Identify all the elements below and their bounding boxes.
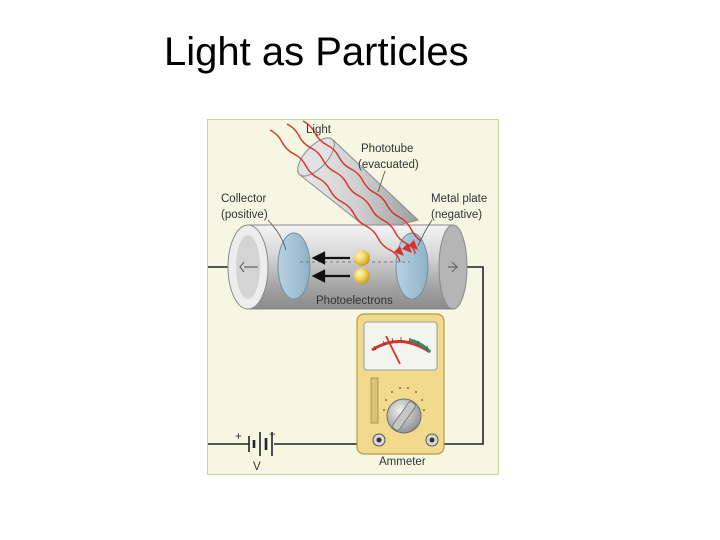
label-phototube: Phototube — [361, 143, 413, 155]
label-collector-positive: (positive) — [221, 209, 268, 221]
ammeter-slider — [370, 377, 379, 424]
label-metal-plate: Metal plate — [431, 193, 487, 205]
light-ray-arrowheads — [394, 240, 418, 256]
label-light: Light — [306, 124, 332, 136]
label-ammeter: Ammeter — [379, 456, 426, 468]
label-phototube-evacuated: (evacuated) — [358, 159, 419, 171]
label-metal-plate-negative: (negative) — [431, 209, 482, 221]
label-battery-voltage: V — [253, 461, 261, 473]
light-rays — [269, 120, 422, 263]
photoelectron-arrows — [311, 251, 350, 283]
electron — [354, 250, 370, 266]
battery — [248, 432, 273, 456]
label-battery-plus: + — [235, 431, 242, 443]
ammeter — [356, 313, 445, 455]
slide-title: Light as Particles — [164, 30, 469, 74]
ammeter-display — [363, 321, 438, 371]
collector-plate — [277, 232, 311, 300]
label-photoelectrons: Photoelectrons — [316, 295, 393, 307]
ammeter-needle — [385, 335, 401, 365]
label-battery-minus: − — [269, 429, 276, 441]
electron — [354, 268, 370, 284]
label-collector: Collector — [221, 193, 267, 205]
photoelectrons — [354, 250, 370, 284]
label-leader-lines — [267, 170, 433, 251]
